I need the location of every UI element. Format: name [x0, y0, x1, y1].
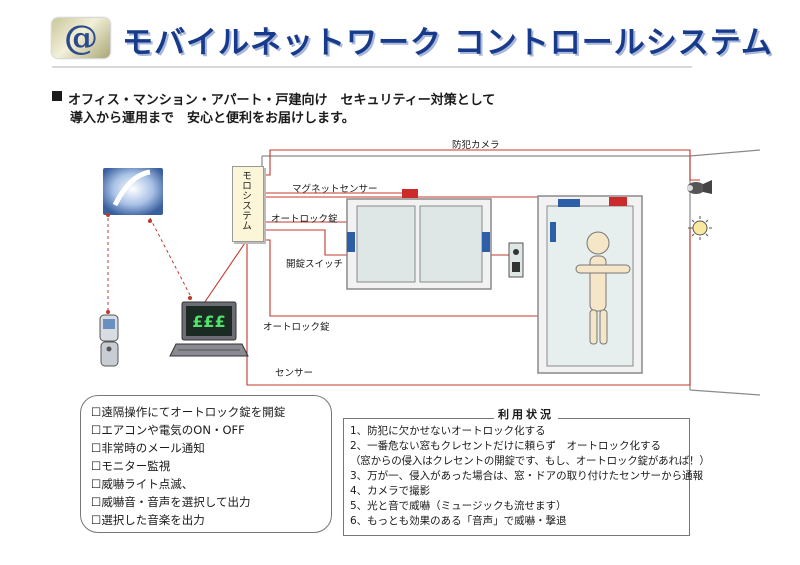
usage-line: 4、カメラで撮影	[350, 485, 431, 497]
usage-line: 5、光と音で威嚇（ミュージックも流せます）	[350, 500, 567, 512]
usage-line: （窓からの侵入はクレセントの開錠です、もし、オートロック錠があれば！）	[350, 455, 710, 467]
feature-item: ☐選択した音楽を出力	[91, 513, 205, 527]
usage-line: 1、防犯に欠かせないオートロック化する	[350, 425, 546, 437]
square-bullet-icon	[52, 91, 62, 101]
window	[346, 189, 492, 290]
feature-item: ☐威嚇音・音声を選択して出力	[91, 495, 251, 509]
svg-text:£££: £££	[192, 312, 225, 331]
camera-label: 防犯カメラ	[452, 140, 500, 151]
intro-line-1: オフィス・マンション・アパート・戸建向け セキュリティー対策として	[68, 93, 496, 108]
magnet-sensor-label: マグネットセンサー	[292, 184, 378, 195]
feature-item: ☐遠隔操作にてオートロック錠を開錠	[91, 405, 286, 419]
wireless-links	[107, 217, 191, 312]
usage-box: 1、防犯に欠かせないオートロック化する 2、一番危ない窓もクレセントだけに頼らず…	[343, 418, 710, 536]
warning-light-icon	[688, 216, 712, 240]
controller-box	[232, 166, 264, 242]
intro-line-2: 導入から運用まで 安心と便利をお届けします。	[70, 111, 355, 126]
page-title: モバイルネットワーク コントロールシステム	[122, 25, 773, 61]
feature-item: ☐モニター監視	[91, 459, 171, 473]
usage-line: 3、万が一、侵入があった場合は、窓・ドアの取り付けたセンサーから通報	[350, 470, 704, 482]
auto-lock-door-label: オートロック錠	[263, 322, 330, 333]
door	[537, 195, 643, 374]
header-divider	[52, 66, 692, 68]
unlock-switch-label: 開錠スイッチ	[286, 259, 344, 270]
usage-title: 利用状況	[494, 406, 558, 422]
laptop-icon: £££	[169, 301, 249, 357]
usage-line: 2、一番危ない窓もクレセントだけに頼らず オートロック化する	[350, 440, 661, 452]
satellite-icon	[103, 168, 163, 215]
feature-item: ☐威嚇ライト点滅、	[91, 477, 194, 491]
usage-line: 6、もっとも効果のある「音声」で威嚇・撃退	[350, 515, 567, 527]
auto-lock-window-label: オートロック錠	[271, 214, 338, 225]
person-figure	[575, 231, 631, 345]
mobile-phone-icon	[99, 314, 119, 367]
intercom	[508, 242, 524, 278]
feature-item: ☐エアコンや電気のON・OFF	[91, 423, 245, 437]
logo-icon: @	[52, 18, 110, 58]
sensor-label: センサー	[275, 368, 314, 379]
security-camera-icon	[687, 180, 712, 194]
controller-label: モロシステム	[242, 171, 252, 232]
features-box: ☐遠隔操作にてオートロック錠を開錠 ☐エアコンや電気のON・OFF ☐非常時のメ…	[80, 395, 332, 533]
feature-item: ☐非常時のメール通知	[91, 441, 205, 455]
